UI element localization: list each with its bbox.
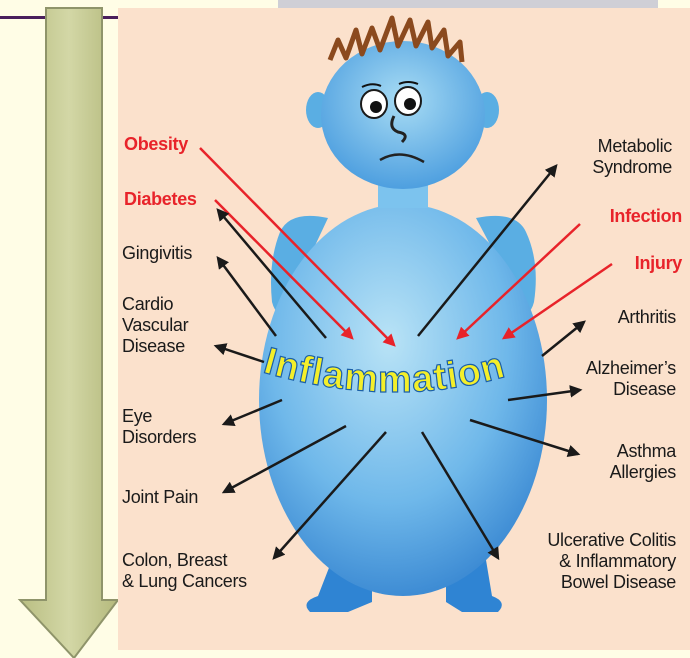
head [306,18,499,189]
condition-colon-breast-lung-cancers: Colon, Breast& Lung Cancers [122,550,247,592]
cause-infection: Infection [610,206,682,227]
cause-obesity: Obesity [124,134,188,155]
arrow-arthritis [542,322,584,356]
arrow-cardio [216,346,264,362]
condition-gingivitis: Gingivitis [122,243,192,264]
cause-injury: Injury [635,253,682,274]
condition-joint-pain: Joint Pain [122,487,198,508]
condition-arthritis: Arthritis [618,307,676,328]
cause-diabetes: Diabetes [124,189,197,210]
